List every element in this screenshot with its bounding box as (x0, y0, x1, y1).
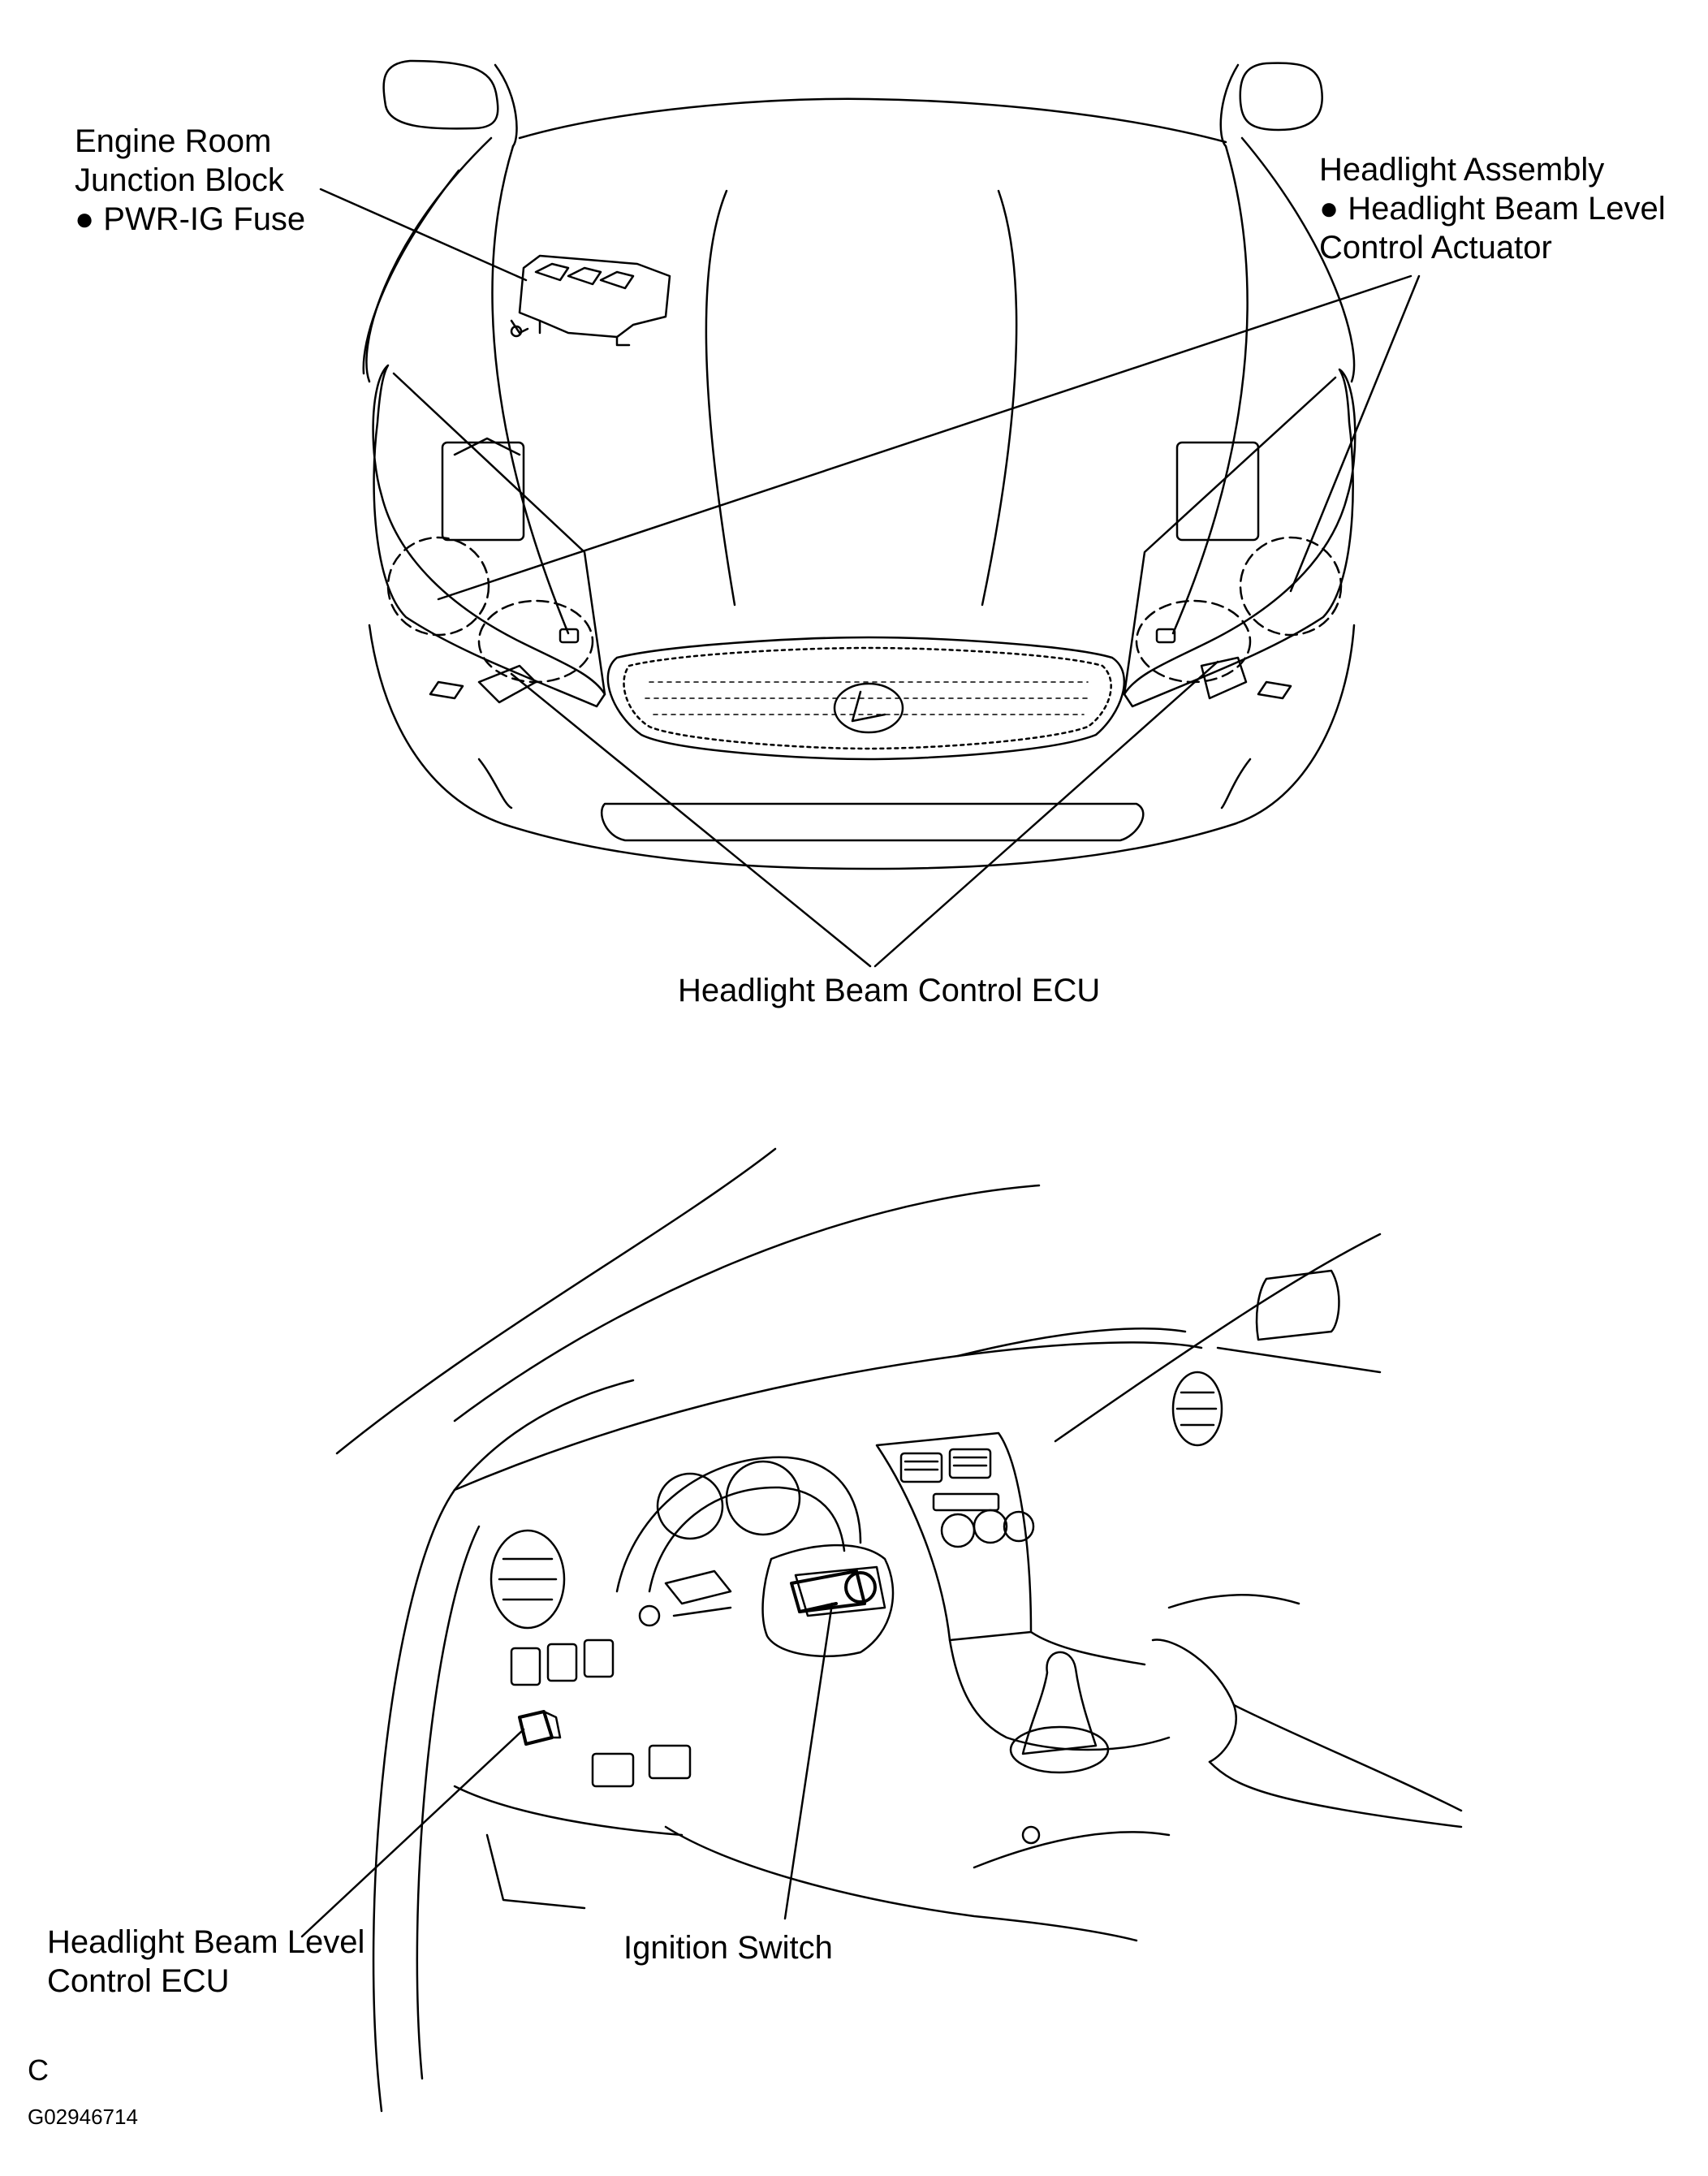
hand-brake (1151, 1638, 1237, 1764)
dashboard-top (453, 1341, 1203, 1492)
figure-code: G02946714 (28, 2105, 138, 2129)
right-air-vent (1171, 1371, 1223, 1447)
gear-shifter (1021, 1651, 1098, 1755)
right-headlight (1123, 368, 1356, 708)
label-headlight-assembly: Headlight Assembly ● Headlight Beam Leve… (1319, 152, 1666, 266)
interior-dashboard-illustration (335, 1147, 1463, 2113)
label-headlight-beam-level-control-ecu: Headlight Beam Level Control ECU (47, 1924, 365, 1999)
left-headlight (372, 364, 606, 708)
center-stack (875, 1431, 1033, 1642)
label-engine-room-junction-block: Engine Room Junction Block ● PWR-IG Fuse (75, 123, 306, 237)
lexus-emblem (833, 682, 904, 734)
interior-mirror (1255, 1269, 1340, 1341)
instrument-cluster (615, 1456, 862, 1593)
leader-junction-block (319, 188, 528, 282)
leader-beam-level-ecu (300, 1728, 525, 1938)
leader-ignition-switch (783, 1602, 834, 1920)
label-headlight-beam-control-ecu: Headlight Beam Control ECU (678, 973, 1101, 1008)
hood-top-edge (518, 97, 1227, 144)
left-mirror (382, 59, 499, 130)
ignition-switch-icon (790, 1569, 877, 1613)
leader-actuator-left (437, 274, 1413, 601)
section-letter: C (28, 2053, 49, 2087)
left-air-vent (490, 1529, 566, 1630)
label-ignition-switch: Ignition Switch (623, 1930, 833, 1966)
steering-column (761, 1543, 895, 1658)
leader-actuator-right (1289, 274, 1421, 593)
car-front-illustration (362, 59, 1356, 870)
leader-ecu-left (510, 672, 872, 968)
right-mirror (1239, 62, 1323, 132)
headlight-beam-level-control-ecu-icon (518, 1710, 562, 1746)
leader-ecu-right (873, 660, 1219, 968)
front-grille (606, 636, 1126, 761)
engine-room-junction-block-icon (510, 254, 671, 347)
